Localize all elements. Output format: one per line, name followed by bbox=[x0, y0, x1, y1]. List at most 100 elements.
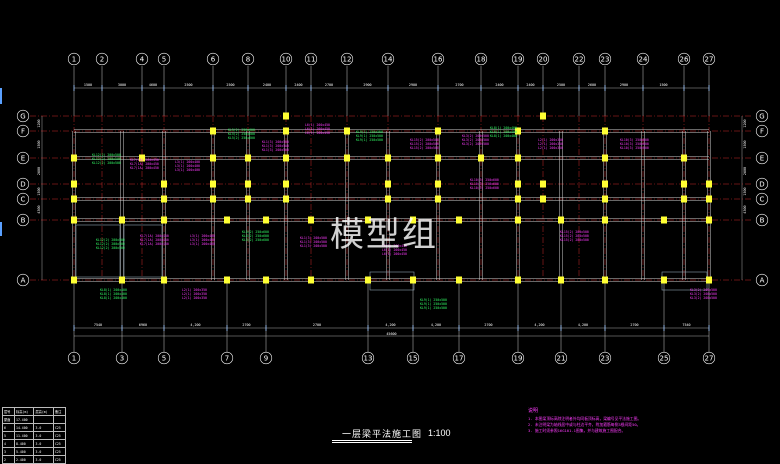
top-axis-bubble-label: 2 bbox=[100, 55, 104, 63]
table-cell bbox=[52, 415, 67, 424]
table-cell: 14.400 bbox=[14, 423, 35, 432]
column bbox=[71, 195, 77, 203]
bottom-axis-bubble-label: 21 bbox=[557, 354, 566, 362]
beam-annotation: KL8(1) 200x400 bbox=[490, 126, 517, 130]
top-axis-bubble-circle bbox=[511, 52, 525, 66]
beam-annotation: KL9(1) 250x500 bbox=[420, 306, 447, 310]
top-axis-bubble-circle bbox=[536, 52, 550, 66]
top-axis-bubble-circle bbox=[636, 52, 650, 66]
bottom-axis-bubble-label: 15 bbox=[409, 354, 418, 362]
beam-annotation: KL15(2) 200x500 bbox=[410, 146, 439, 150]
bottom-axis-bubble-circle bbox=[598, 351, 612, 365]
beam-annotation: KL7(1A) 200x450 bbox=[140, 242, 169, 246]
table-header-cell: 层高(m) bbox=[33, 407, 54, 416]
right-dimension-value: 2600 bbox=[743, 167, 747, 175]
column bbox=[515, 127, 521, 135]
bottom-axis-bubble-circle bbox=[554, 351, 568, 365]
bottom-axis-bubble-label: 17 bbox=[455, 354, 464, 362]
bottom-axis-bubble-circle bbox=[511, 351, 525, 365]
beam-annotation: KL1(3) 200x500 bbox=[262, 148, 289, 152]
beam-annotation: KL7(1A) 200x450 bbox=[130, 166, 159, 170]
column bbox=[344, 127, 350, 135]
beam-annotation: KL15(2) 200x500 bbox=[410, 138, 439, 142]
column bbox=[602, 216, 608, 224]
top-axis-bubble-circle bbox=[431, 52, 445, 66]
column bbox=[385, 180, 391, 188]
right-axis-bubble-circle bbox=[755, 177, 769, 191]
top-axis-bubble-label: 11 bbox=[307, 55, 316, 63]
right-axis-bubble-circle bbox=[755, 109, 769, 123]
beam-annotation: KL15(2) 200x500 bbox=[410, 142, 439, 146]
table-cell: 6 bbox=[1, 423, 16, 432]
column bbox=[263, 276, 269, 284]
right-axis-bubble-circle bbox=[755, 213, 769, 227]
column bbox=[308, 276, 314, 284]
table-cell: C25 bbox=[52, 447, 67, 456]
table-cell: 2 bbox=[1, 455, 16, 464]
left-dimension-value: 4300 bbox=[37, 205, 41, 213]
table-cell: 11.400 bbox=[14, 431, 35, 440]
beam-annotation: KL3(2) 200x500 bbox=[690, 288, 717, 292]
column bbox=[283, 112, 289, 120]
beam-annotation: KL7(1A) 200x450 bbox=[140, 234, 169, 238]
left-dimension-value: 2600 bbox=[37, 167, 41, 175]
column bbox=[139, 154, 145, 162]
right-axis-bubble-label: E bbox=[760, 154, 764, 162]
column bbox=[263, 216, 269, 224]
beam-annotation: KL8(1) 200x400 bbox=[490, 134, 517, 138]
beam-annotation: KL10(3) 250x600 bbox=[470, 186, 499, 190]
beam-annotation: L2(1) 200x350 bbox=[538, 142, 563, 146]
beam-annotation: L6(1) 200x450 bbox=[305, 123, 330, 127]
top-axis-bubble-label: 16 bbox=[434, 55, 443, 63]
beam-annotation: L3(1) 200x400 bbox=[190, 238, 215, 242]
beam-annotation: KL15(2) 200x500 bbox=[560, 230, 589, 234]
column bbox=[365, 276, 371, 284]
top-axis-bubble-label: 26 bbox=[680, 55, 689, 63]
left-axis-bubble-circle bbox=[16, 124, 30, 138]
bottom-axis-bubble-circle bbox=[361, 351, 375, 365]
table-cell: 屋面 bbox=[1, 415, 16, 424]
bottom-axis-bubble-label: 19 bbox=[514, 354, 523, 362]
top-axis-bubble-circle bbox=[157, 52, 171, 66]
bottom-axis-bubble-label: 13 bbox=[364, 354, 373, 362]
bottom-dimension-value: 4,200 bbox=[385, 323, 395, 327]
beam-annotation: KL8(1) 200x400 bbox=[100, 292, 127, 296]
top-dimension-value: 2400 bbox=[263, 83, 271, 87]
column bbox=[245, 180, 251, 188]
table-cell: 2.400 bbox=[14, 455, 35, 464]
top-axis-bubble-circle bbox=[206, 52, 220, 66]
bottom-axis-bubble-label: 5 bbox=[162, 354, 166, 362]
right-axis-bubble-label: C bbox=[760, 195, 765, 203]
column bbox=[540, 112, 546, 120]
table-cell: C25 bbox=[52, 439, 67, 448]
column bbox=[119, 216, 125, 224]
column bbox=[245, 195, 251, 203]
beam-annotation: L3(1) 200x400 bbox=[175, 160, 200, 164]
bottom-axis-bubble-label: 1 bbox=[72, 354, 76, 362]
beam-annotation: KL15(2) 200x500 bbox=[560, 234, 589, 238]
top-dimension-value: 1500 bbox=[84, 83, 92, 87]
top-dimension-value: 3000 bbox=[118, 83, 126, 87]
right-axis-bubble-circle bbox=[755, 273, 769, 287]
column bbox=[210, 180, 216, 188]
top-axis-bubble-label: 8 bbox=[246, 55, 250, 63]
bottom-axis-bubble-label: 7 bbox=[225, 354, 229, 362]
top-dimension-value: 2700 bbox=[325, 83, 333, 87]
bottom-axis-bubble-circle bbox=[406, 351, 420, 365]
table-cell: C25 bbox=[52, 455, 67, 464]
column bbox=[161, 195, 167, 203]
beam-annotation: L2(1) 200x350 bbox=[538, 146, 563, 150]
beam-annotation: KL9(1) 250x500 bbox=[356, 130, 383, 134]
bottom-dimension-value: 4,200 bbox=[190, 323, 200, 327]
column bbox=[435, 154, 441, 162]
column bbox=[681, 195, 687, 203]
top-axis-bubble-circle bbox=[598, 52, 612, 66]
column bbox=[602, 154, 608, 162]
beam-annotation: KL1(3) 200x500 bbox=[262, 144, 289, 148]
bottom-dimension-value: 2700 bbox=[313, 323, 321, 327]
bottom-dimension-value: 2700 bbox=[484, 323, 492, 327]
beam-annotation: L2(1) 200x350 bbox=[182, 288, 207, 292]
left-dimension-value: 1500 bbox=[37, 140, 41, 148]
column bbox=[210, 154, 216, 162]
